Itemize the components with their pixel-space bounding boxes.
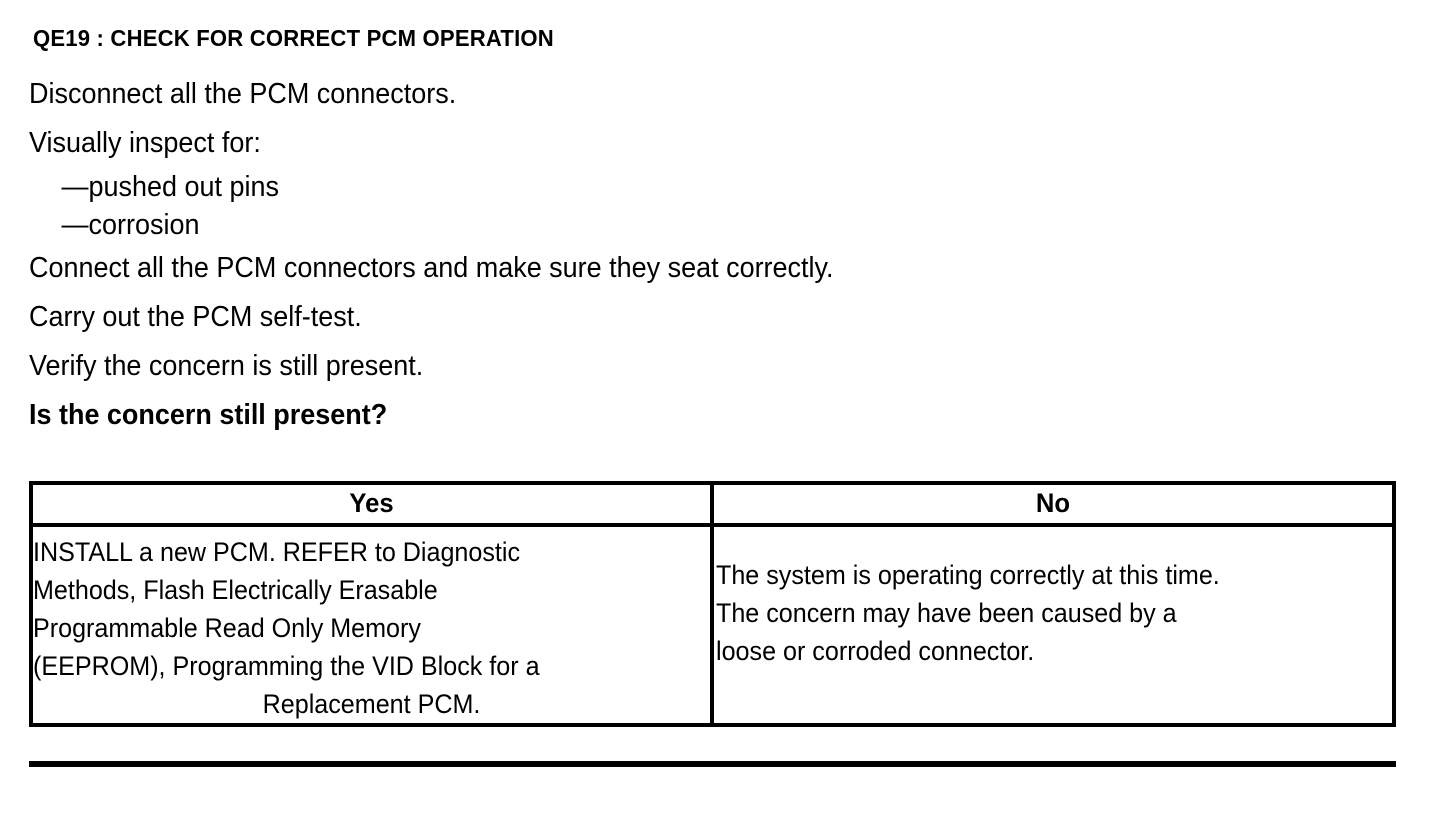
page-title: QE19 : CHECK FOR CORRECT PCM OPERATION xyxy=(33,25,554,51)
instruction-line-verify: Verify the concern is still present. xyxy=(29,350,424,382)
yes-action-line-5: Replacement PCM. xyxy=(262,689,481,719)
yes-action-text: INSTALL a new PCM. REFER to Diagnostic M… xyxy=(33,527,710,723)
instruction-list: Disconnect all the PCM connectors. Visua… xyxy=(29,70,1329,440)
column-header-yes: Yes xyxy=(349,488,394,518)
decision-question: Is the concern still present? xyxy=(29,399,388,431)
no-action-line-3: loose or corroded connector. xyxy=(716,636,1035,666)
decision-table: Yes No INSTALL a new PCM. REFER to Diagn… xyxy=(29,481,1396,727)
table-header-cell-no: No xyxy=(714,485,1392,523)
table-header-row: Yes No xyxy=(33,485,1392,527)
column-header-no: No xyxy=(1035,488,1071,518)
table-cell-yes-action: INSTALL a new PCM. REFER to Diagnostic M… xyxy=(33,527,714,723)
instruction-line-disconnect: Disconnect all the PCM connectors. xyxy=(29,78,457,110)
instruction-line-connect: Connect all the PCM connectors and make … xyxy=(29,252,834,284)
instruction-line-self-test: Carry out the PCM self-test. xyxy=(29,301,362,333)
section-divider-rule xyxy=(29,761,1396,767)
no-action-text: The system is operating correctly at thi… xyxy=(714,527,1392,699)
table-header-cell-yes: Yes xyxy=(33,485,714,523)
yes-action-line-1: INSTALL a new PCM. REFER to Diagnostic xyxy=(33,537,521,567)
table-cell-no-action: The system is operating correctly at thi… xyxy=(714,527,1392,723)
instruction-bullet-corrosion: —corrosion xyxy=(61,209,200,241)
table-row: INSTALL a new PCM. REFER to Diagnostic M… xyxy=(33,527,1392,723)
yes-action-line-3: Programmable Read Only Memory xyxy=(33,613,421,643)
no-action-line-2: The concern may have been caused by a xyxy=(716,598,1177,628)
instruction-line-visually-inspect: Visually inspect for: xyxy=(29,127,261,159)
instruction-bullet-pushed-out-pins: —pushed out pins xyxy=(61,171,279,203)
yes-action-line-2: Methods, Flash Electrically Erasable xyxy=(33,575,438,605)
yes-action-line-4: (EEPROM), Programming the VID Block for … xyxy=(33,651,540,681)
no-action-line-1: The system is operating correctly at thi… xyxy=(716,560,1220,590)
